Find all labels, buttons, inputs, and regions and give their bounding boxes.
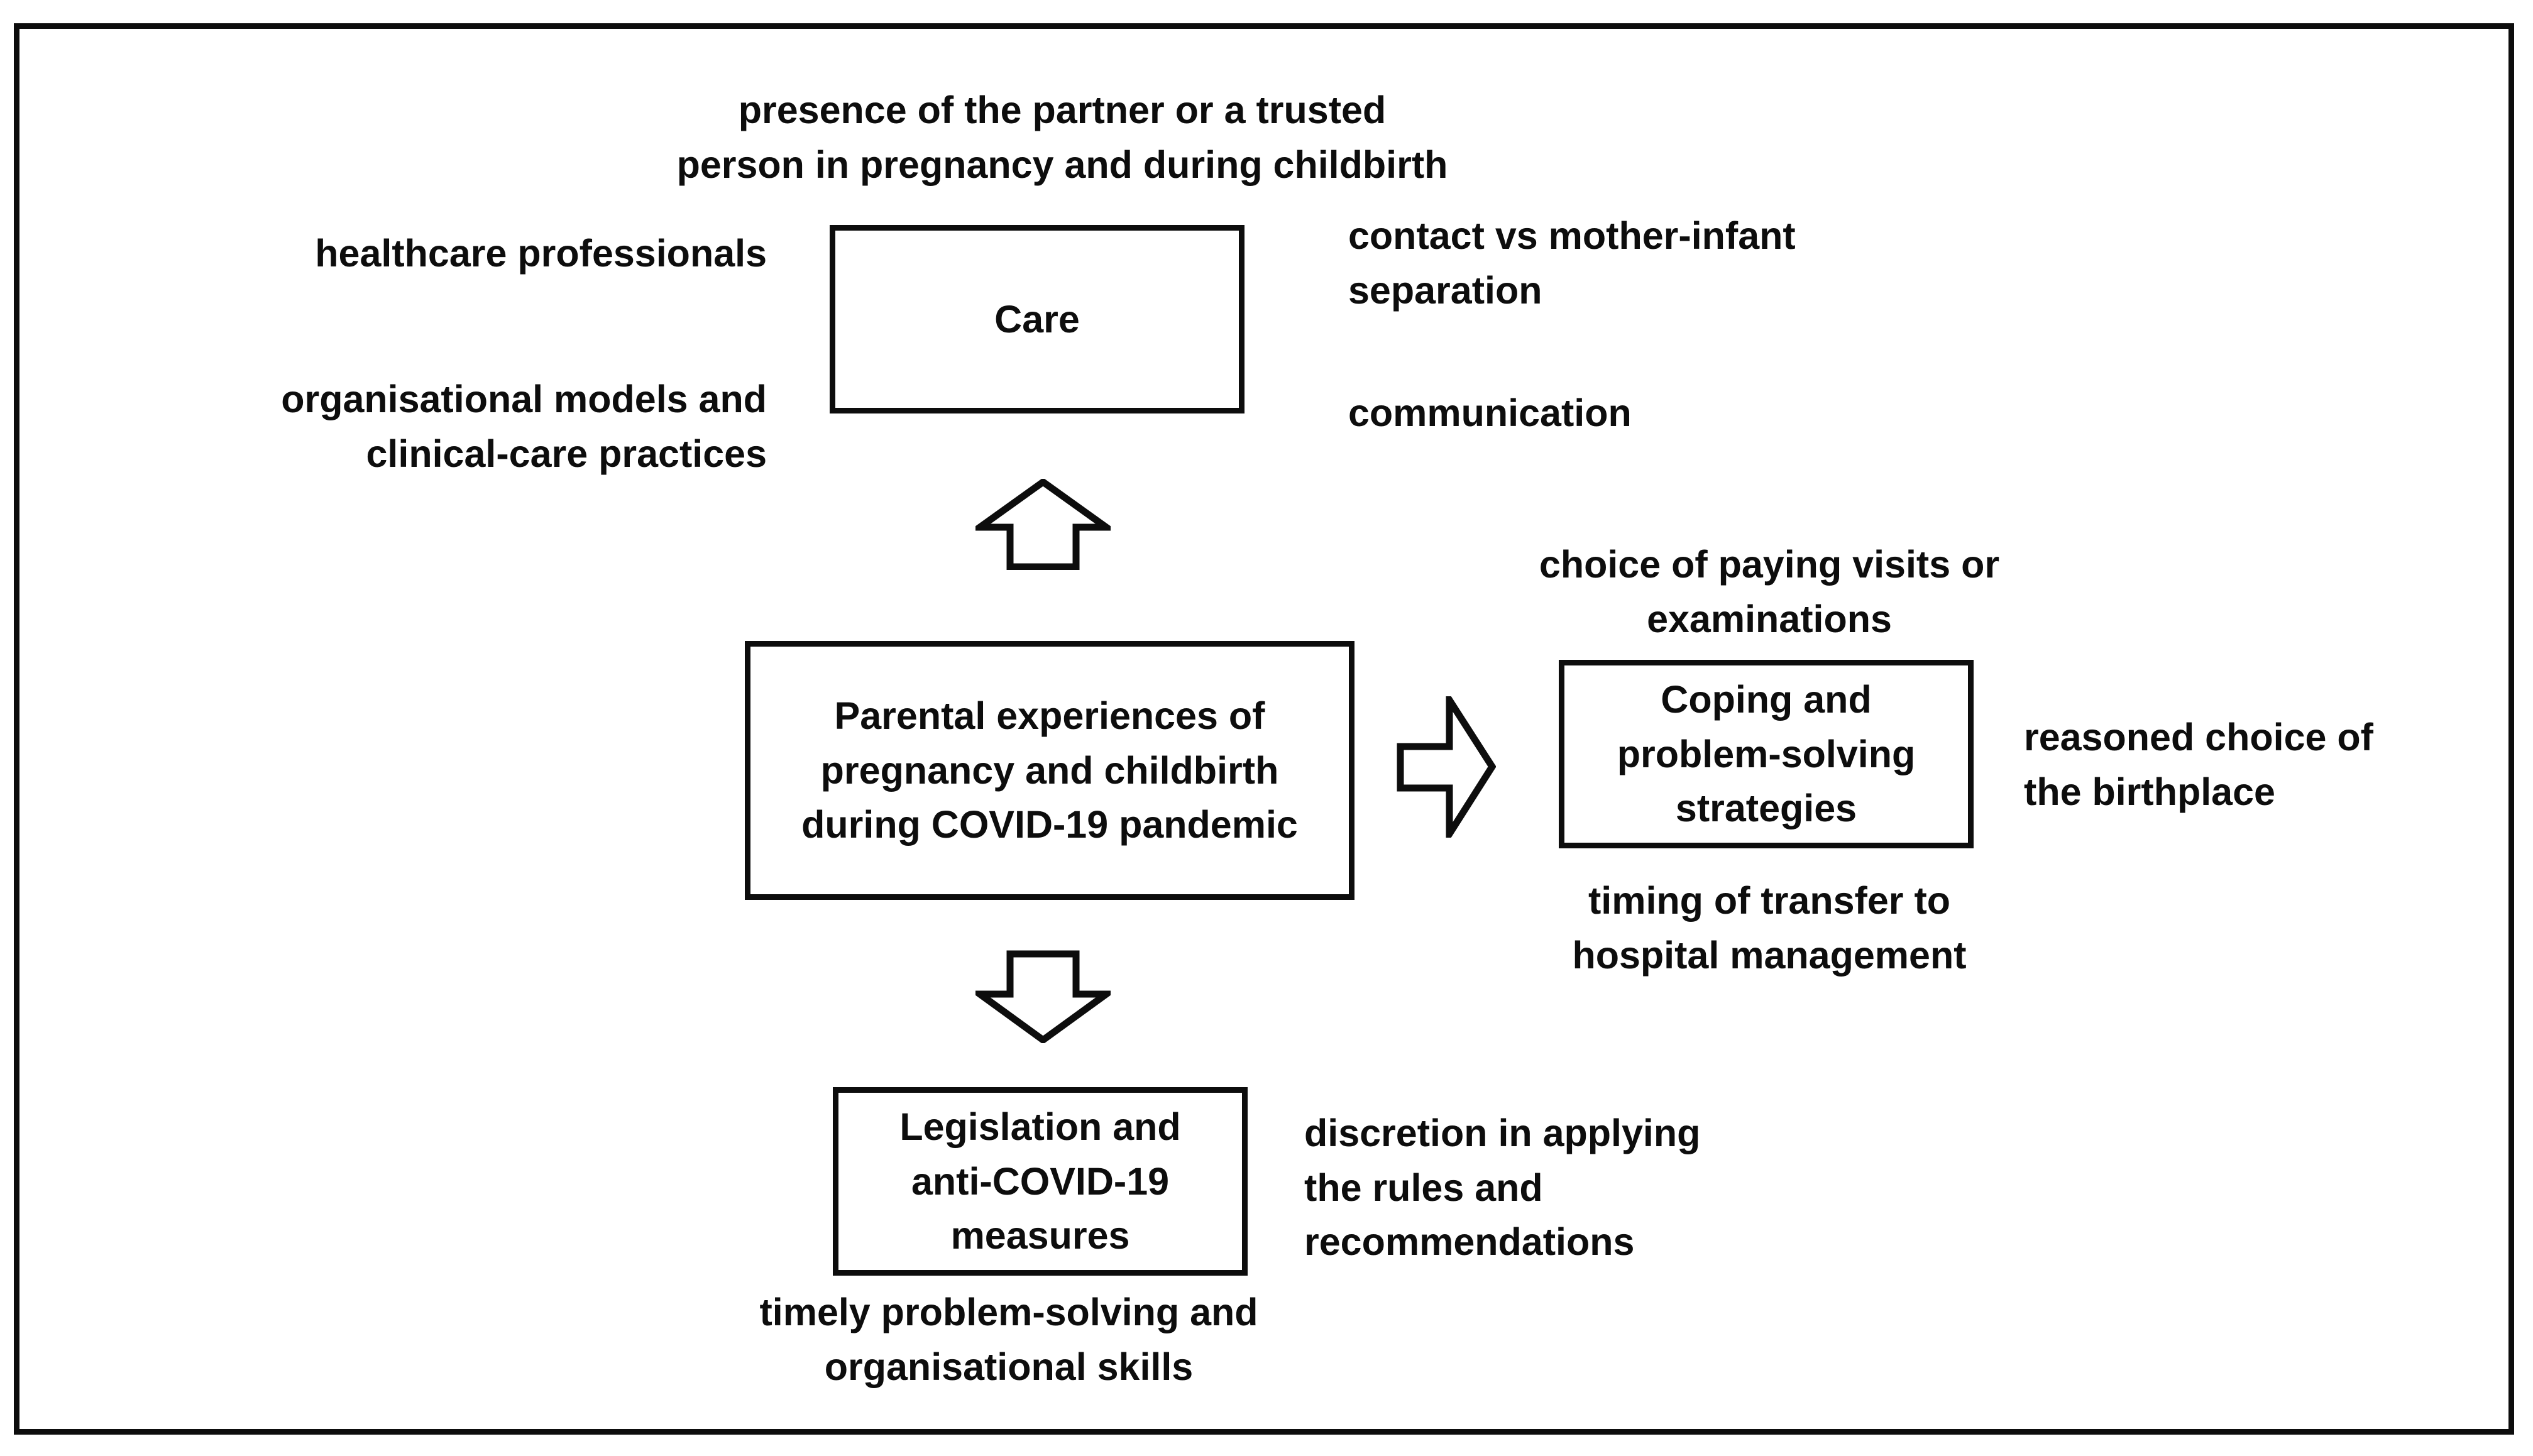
box-legislation-measures[interactable]: Legislation and anti-COVID-19 measures — [833, 1087, 1248, 1276]
annotation-organisational-models: organisational models and clinical-care … — [281, 378, 767, 475]
box-legislation-measures-label: Legislation and anti-COVID-19 measures — [899, 1105, 1181, 1257]
annotation-communication: communication — [1348, 391, 1632, 434]
annotation-choice-paying-visits: choice of paying visits or examinations — [1539, 543, 2000, 640]
annotation-contact-vs-separation: contact vs mother-infant separation — [1348, 214, 1796, 312]
box-coping-strategies[interactable]: Coping and problem-solving strategies — [1559, 660, 1974, 848]
box-care-label: Care — [994, 297, 1080, 341]
box-coping-strategies-label: Coping and problem-solving strategies — [1617, 678, 1916, 830]
annotation-reasoned-choice-birthplace: reasoned choice of the birthplace — [2024, 716, 2373, 813]
arrow-right-icon — [1397, 696, 1496, 838]
box-parental-experiences-label: Parental experiences of pregnancy and ch… — [801, 694, 1298, 846]
annotation-discretion-rules: discretion in applying the rules and rec… — [1304, 1112, 1701, 1264]
arrow-up-icon — [975, 479, 1111, 570]
box-parental-experiences[interactable]: Parental experiences of pregnancy and ch… — [745, 641, 1354, 900]
box-care[interactable]: Care — [830, 225, 1245, 413]
annotation-timing-transfer: timing of transfer to hospital managemen… — [1572, 879, 1967, 977]
annotation-timely-problem-solving: timely problem-solving and organisationa… — [759, 1291, 1258, 1388]
annotation-partner-presence: presence of the partner or a trusted per… — [676, 89, 1448, 186]
diagram-outer-frame — [14, 23, 2514, 1435]
arrow-down-icon — [975, 950, 1111, 1043]
annotation-healthcare-professionals: healthcare professionals — [315, 232, 767, 275]
